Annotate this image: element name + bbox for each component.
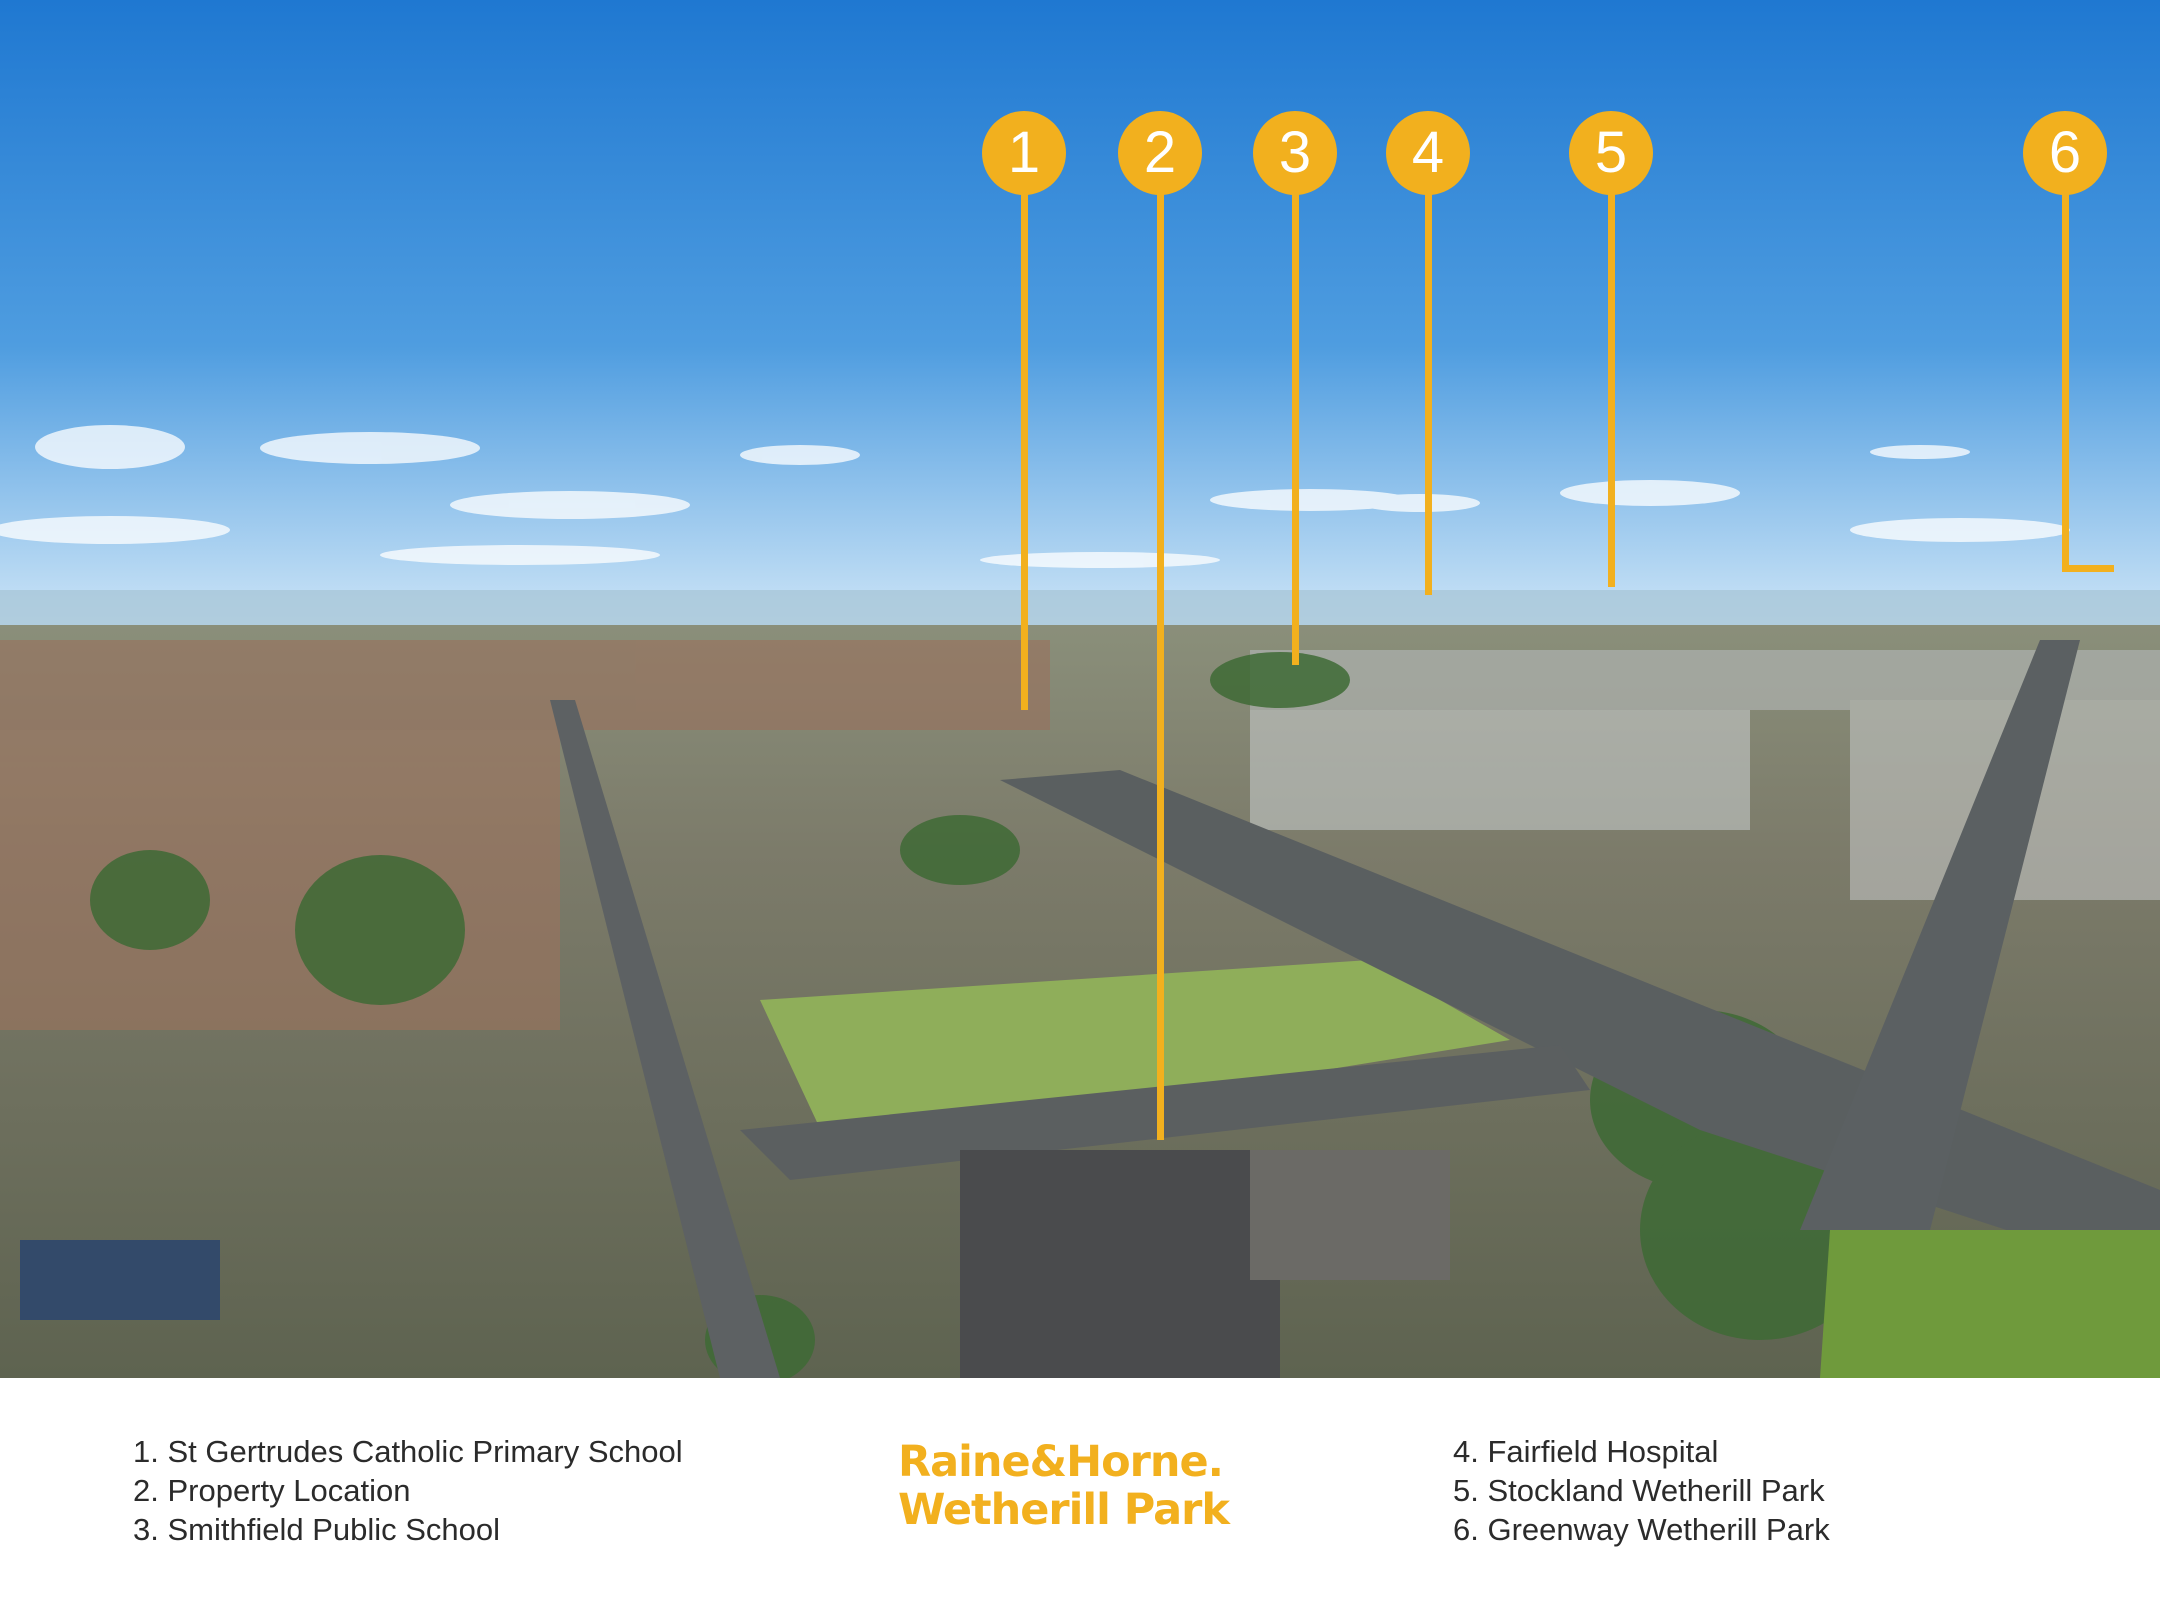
legend-item: 4. Fairfield Hospital (1453, 1434, 1719, 1469)
property-houses (20, 1150, 1450, 1378)
marker-3-line (1291, 150, 1299, 665)
legend-item: 6. Greenway Wetherill Park (1453, 1512, 1830, 1547)
brand-line-2: Wetherill Park (898, 1485, 1230, 1535)
brand-logo: Raine&Horne. Wetherill Park (898, 1437, 1230, 1535)
legend-left: 1. St Gertrudes Catholic Primary School … (133, 1432, 683, 1549)
legend-item: 2. Property Location (133, 1473, 411, 1508)
legend-item: 5. Stockland Wetherill Park (1453, 1473, 1825, 1508)
road-highway (1800, 640, 2080, 1230)
legend-right: 4. Fairfield Hospital 5. Stockland Wethe… (1453, 1432, 1830, 1549)
marker-6-line (2061, 150, 2069, 570)
rooftops (0, 640, 2160, 1030)
legend-item: 3. Smithfield Public School (133, 1512, 501, 1547)
brand-line-1: Raine&Horne. (898, 1437, 1224, 1487)
marker-5-line (1607, 150, 1615, 587)
marker-6-tail (2062, 565, 2114, 572)
marker-2-badge: 2 (1118, 111, 1202, 195)
marker-4-badge: 4 (1386, 111, 1470, 195)
aerial-photo (0, 0, 2160, 1378)
aerial-photo-illustration (0, 0, 2160, 1378)
legend-item: 1. St Gertrudes Catholic Primary School (133, 1434, 683, 1469)
marker-5-badge: 5 (1569, 111, 1653, 195)
road-local (550, 700, 780, 1378)
vacant-lot (760, 960, 1510, 1150)
marker-4-line (1424, 150, 1432, 595)
sky (0, 0, 2160, 630)
grass-right (1820, 1230, 2160, 1378)
horizon-haze (0, 590, 2160, 630)
clouds (0, 425, 2070, 568)
marker-2-line (1156, 150, 1164, 1140)
marker-1-line (1020, 150, 1028, 710)
marker-1-badge: 1 (982, 111, 1066, 195)
legend-footer: 1. St Gertrudes Catholic Primary School … (0, 1378, 2160, 1618)
road-corner (740, 1045, 1590, 1180)
marker-3-badge: 3 (1253, 111, 1337, 195)
marker-6-badge: 6 (2023, 111, 2107, 195)
